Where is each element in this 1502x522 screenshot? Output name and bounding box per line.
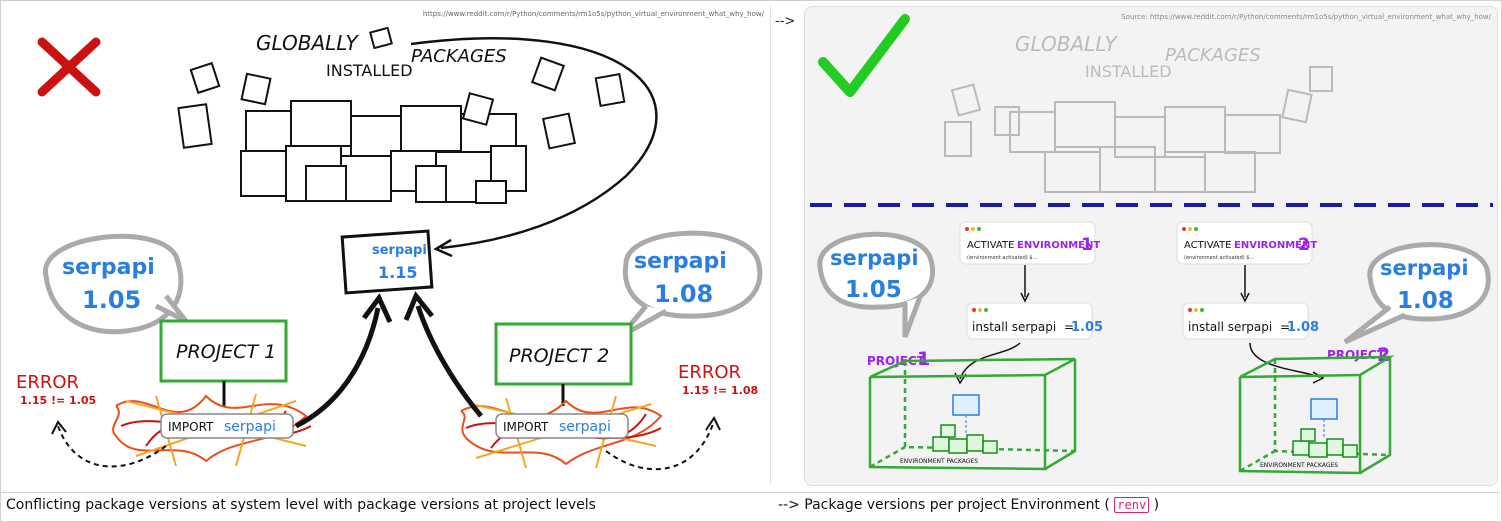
right-panel: Source: https://www.reddit.com/r/Python/… <box>804 6 1498 486</box>
arrow-project1-to-global <box>294 307 381 429</box>
right-project1-number: 1 <box>917 348 930 370</box>
env2-packages-label: ENVIRONMENT PACKAGES <box>1260 462 1338 469</box>
import-tag-2: IMPORT serpapi <box>495 413 629 439</box>
install-curve-arrow <box>410 37 658 250</box>
env1-activated-text: (environment activated) $... <box>967 255 1038 261</box>
floating-package-icons <box>177 56 626 150</box>
env2-down-arrowhead <box>1240 292 1250 303</box>
right-packages-label: PACKAGES <box>1165 45 1261 66</box>
env1-serpapi-box-icon <box>952 394 980 435</box>
left-caption: Conflicting package versions at system l… <box>6 497 596 513</box>
install2-word: install serpapi <box>1188 320 1272 334</box>
error1-detail: 1.15 != 1.05 <box>20 394 96 407</box>
env1-packages-label: ENVIRONMENT PACKAGES <box>900 458 978 465</box>
globally-label: GLOBALLY <box>256 31 360 55</box>
import1-word: IMPORT <box>168 420 214 434</box>
install-curve-arrowhead <box>433 238 453 258</box>
right-source-url: Source: https://www.reddit.com/r/Python/… <box>1121 13 1491 21</box>
error1-dashed-arrow <box>57 425 167 468</box>
activate-env1-card: ACTIVATE ENVIRONMENT 1 (environment acti… <box>959 221 1100 265</box>
right-illustration: Source: https://www.reddit.com/r/Python/… <box>810 13 1493 475</box>
bubble2-version: 1.08 <box>654 280 713 308</box>
renv-code: renv <box>1114 497 1150 513</box>
install-env2-card: install serpapi = 1.08 <box>1182 302 1319 340</box>
left-illustration: https://www.reddit.com/r/Python/comments… <box>16 10 765 471</box>
right-bubble2-version: 1.08 <box>1397 288 1454 314</box>
wrong-x-icon <box>37 37 101 97</box>
env1-environment-word: ENVIRONMENT <box>1017 240 1100 251</box>
right-globally-label: GLOBALLY <box>1015 32 1119 56</box>
arrow-project2-head <box>403 291 434 321</box>
install1-eq: = <box>1064 320 1074 334</box>
env2-packages-icon <box>1292 428 1358 458</box>
error2-detail: 1.15 != 1.08 <box>682 384 758 397</box>
env1-activate-word: ACTIVATE <box>967 240 1014 251</box>
left-source-url: https://www.reddit.com/r/Python/comments… <box>423 10 765 18</box>
right-bubble1-version: 1.05 <box>845 277 902 303</box>
correct-check-icon <box>818 14 910 97</box>
packages-label: PACKAGES <box>411 46 507 67</box>
speech-bubble-1: serpapi 1.05 <box>43 233 188 335</box>
right-caption-suffix: ) <box>1153 497 1160 513</box>
import-tag-1: IMPORT serpapi <box>160 413 294 439</box>
error1-title: ERROR <box>16 372 79 393</box>
env2-serpapi-box-icon <box>1310 398 1338 439</box>
env2-activated-text: (environment activated) $... <box>1184 255 1255 261</box>
right-project2-number: 2 <box>1377 344 1390 366</box>
right-project1-word: PROJECT <box>867 354 926 368</box>
arrow-project1-head <box>362 293 393 324</box>
env2-activate-word: ACTIVATE <box>1184 240 1231 251</box>
right-installed-label: INSTALLED <box>1085 62 1172 81</box>
arrow-project2-to-global <box>415 305 483 418</box>
caption-row: Conflicting package versions at system l… <box>0 492 1500 519</box>
right-caption-prefix: --> Package versions per project Environ… <box>778 497 1110 513</box>
right-speech-bubble-1: serpapi 1.05 <box>817 231 935 338</box>
import1-pkg: serpapi <box>224 419 276 435</box>
project2-label: PROJECT 2 <box>509 345 609 367</box>
center-package-box: serpapi 1.15 <box>340 229 434 295</box>
center-pkg-version: 1.15 <box>378 263 417 282</box>
right-bubble2-name: serpapi <box>1380 256 1469 280</box>
install-env1-card: install serpapi = 1.05 <box>966 302 1103 340</box>
faded-global-packages: GLOBALLY INSTALLED PACKAGES <box>944 32 1333 193</box>
global-packages-pile <box>240 100 527 204</box>
left-panel: https://www.reddit.com/r/Python/comments… <box>6 6 771 484</box>
right-caption: --> Package versions per project Environ… <box>778 497 1159 513</box>
bubble1-name: serpapi <box>62 255 155 280</box>
activate-env2-card: ACTIVATE ENVIRONMENT 2 (environment acti… <box>1176 221 1317 265</box>
title-box-icon <box>369 26 393 50</box>
env1-down-arrowhead <box>1020 292 1030 303</box>
right-bubble1-name: serpapi <box>830 246 919 270</box>
install2-to-env2-arrowhead <box>1312 371 1325 384</box>
env1-number: 1 <box>1081 235 1093 255</box>
error2-dashed-arrowhead <box>705 416 721 431</box>
bubble2-name: serpapi <box>634 249 727 274</box>
install2-version: 1.08 <box>1287 320 1319 335</box>
import2-word: IMPORT <box>503 420 549 434</box>
bubble1-version: 1.05 <box>82 286 141 314</box>
speech-bubble-2: serpapi 1.08 <box>619 230 763 339</box>
error2-title: ERROR <box>678 362 741 383</box>
project2-box: PROJECT 2 <box>494 322 633 386</box>
install1-to-env1-arrow <box>959 342 1021 380</box>
env2-environment-word: ENVIRONMENT <box>1234 240 1317 251</box>
center-pkg-name: serpapi <box>372 243 427 258</box>
import2-pkg: serpapi <box>559 419 611 435</box>
install1-version: 1.05 <box>1071 320 1103 335</box>
separator-arrow: --> <box>775 14 796 29</box>
installed-label: INSTALLED <box>326 61 413 80</box>
environment-cube-2 <box>1238 355 1395 475</box>
env2-number: 2 <box>1298 235 1310 255</box>
right-speech-bubble-2: serpapi 1.08 <box>1343 242 1491 345</box>
project1-box: PROJECT 1 <box>159 319 288 383</box>
error1-dashed-arrowhead <box>51 420 67 435</box>
install1-word: install serpapi <box>972 320 1056 334</box>
environment-cube-1 <box>868 357 1077 471</box>
env1-packages-icon <box>932 424 998 454</box>
error2-dashed-arrow <box>605 420 715 471</box>
project1-label: PROJECT 1 <box>176 341 276 363</box>
install2-eq: = <box>1280 320 1290 334</box>
